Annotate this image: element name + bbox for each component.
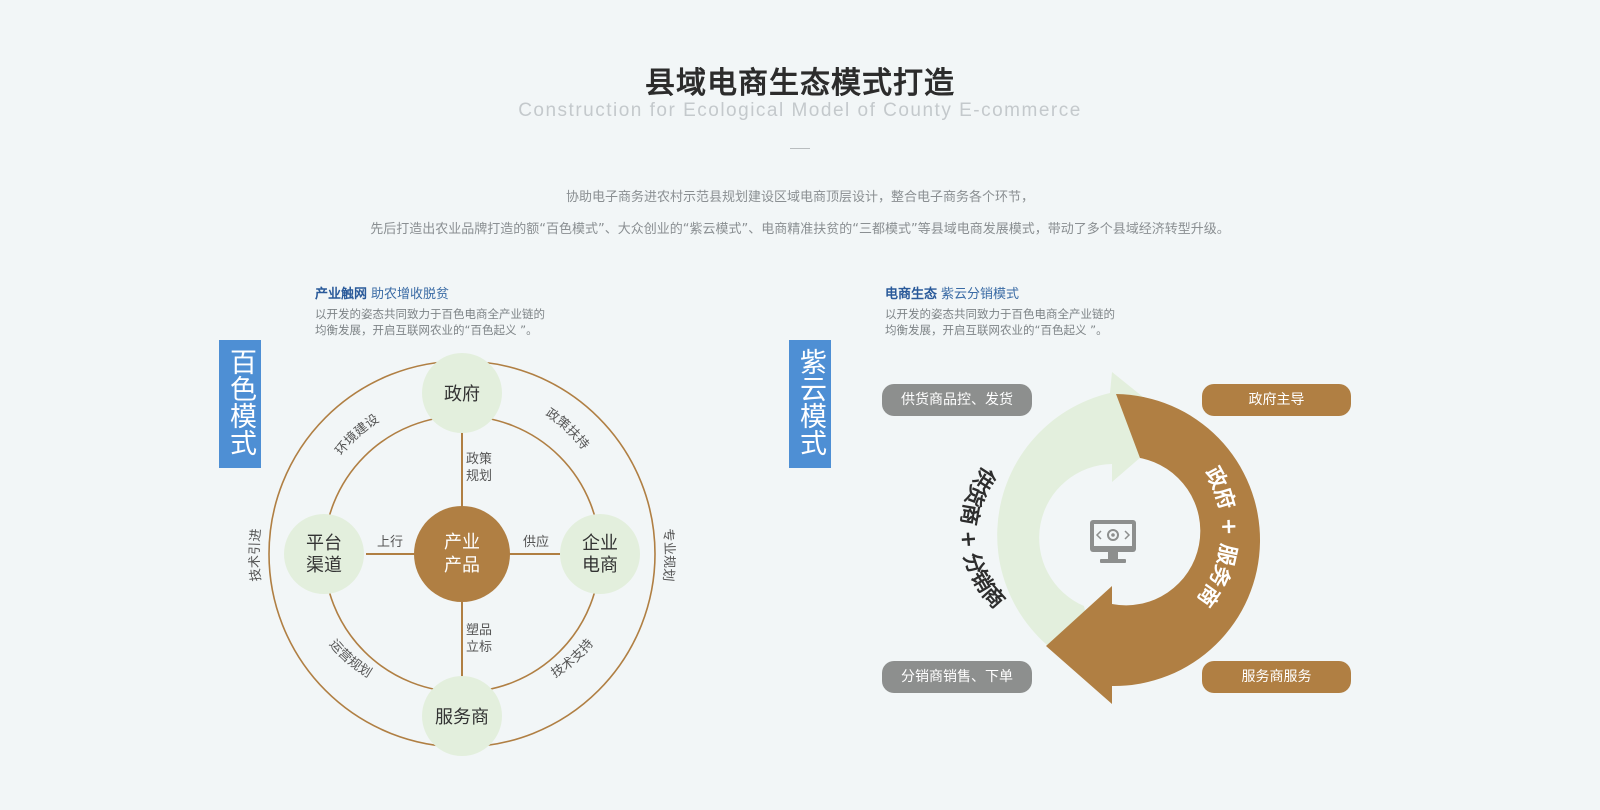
spoke-label-top-line-1: 政策 bbox=[466, 451, 492, 467]
top-node-label: 政府 bbox=[444, 384, 480, 405]
bottom-node bbox=[422, 676, 502, 756]
top-node bbox=[422, 353, 502, 433]
spoke-label-bottom-line-2: 立标 bbox=[466, 640, 492, 655]
supplier-distributor-arrow bbox=[997, 372, 1178, 674]
intro-line-2: 先后打造出农业品牌打造的额“百色模式”、大众创业的“紫云模式”、电商精准扶贫的“… bbox=[370, 222, 1230, 237]
left-section-heading: 产业触网助农增收脱贫 bbox=[315, 283, 449, 302]
right-heading-rest: 紫云分销模式 bbox=[941, 287, 1020, 302]
left-heading-bold: 产业触网 bbox=[315, 287, 368, 302]
center-node bbox=[414, 506, 510, 602]
ziyun-mode-badge: 紫云模式 bbox=[789, 340, 831, 468]
right-node-line-1: 企业 bbox=[582, 533, 618, 554]
left-desc-line-2: 均衡发展，开启互联网农业的“百色起义 ”。 bbox=[315, 323, 538, 337]
center-node-line-1: 产业 bbox=[444, 532, 480, 553]
center-node-line-2: 产品 bbox=[444, 555, 480, 576]
left-node-line-2: 渠道 bbox=[306, 555, 342, 576]
left-heading-rest: 助农增收脱贫 bbox=[371, 287, 450, 302]
pill-service-provider: 服务商服务 bbox=[1202, 661, 1351, 693]
pill-supplier-quality: 供货商品控、发货 bbox=[882, 384, 1032, 416]
left-node bbox=[284, 514, 364, 594]
spoke-label-top-line-2: 规划 bbox=[466, 469, 492, 484]
title-divider bbox=[790, 148, 810, 149]
baise-mode-badge: 百色模式 bbox=[219, 340, 261, 468]
spoke-label-right: 供应 bbox=[523, 534, 549, 550]
bottom-node-label: 服务商 bbox=[435, 707, 489, 728]
intro-line-1: 协助电子商务进农村示范县规划建设区域电商顶层设计，整合电子商务各个环节， bbox=[565, 190, 1034, 205]
computer-gear-icon bbox=[1090, 520, 1136, 563]
left-desc-line-1: 以开发的姿态共同致力于百色电商全产业链的 bbox=[315, 307, 545, 321]
right-node bbox=[560, 514, 640, 594]
left-node-line-1: 平台 bbox=[306, 533, 342, 554]
spoke-label-left: 上行 bbox=[377, 535, 403, 550]
ziyun-badge-text: 紫云模式 bbox=[795, 348, 826, 456]
page-subtitle: Construction for Ecological Model of Cou… bbox=[518, 100, 1082, 121]
left-section-description: 以开发的姿态共同致力于百色电商全产业链的 均衡发展，开启互联网农业的“百色起义 … bbox=[315, 306, 575, 338]
right-node-line-2: 电商 bbox=[582, 555, 618, 576]
pill-distributor-sales: 分销商销售、下单 bbox=[882, 661, 1032, 693]
page-title: 县域电商生态模式打造 bbox=[645, 66, 955, 101]
spoke-label-bottom-line-1: 塑品 bbox=[466, 623, 492, 638]
right-section-heading: 电商生态紫云分销模式 bbox=[885, 283, 1019, 302]
right-heading-bold: 电商生态 bbox=[885, 287, 938, 302]
government-service-arrow bbox=[1046, 394, 1261, 704]
pill-government-lead: 政府主导 bbox=[1202, 384, 1351, 416]
right-desc-line-1: 以开发的姿态共同致力于百色电商全产业链的 bbox=[885, 307, 1115, 321]
baise-badge-text: 百色模式 bbox=[225, 348, 256, 456]
right-desc-line-2: 均衡发展，开启互联网农业的“百色起义 ”。 bbox=[885, 323, 1108, 337]
right-section-description: 以开发的姿态共同致力于百色电商全产业链的 均衡发展，开启互联网农业的“百色起义 … bbox=[885, 306, 1145, 338]
